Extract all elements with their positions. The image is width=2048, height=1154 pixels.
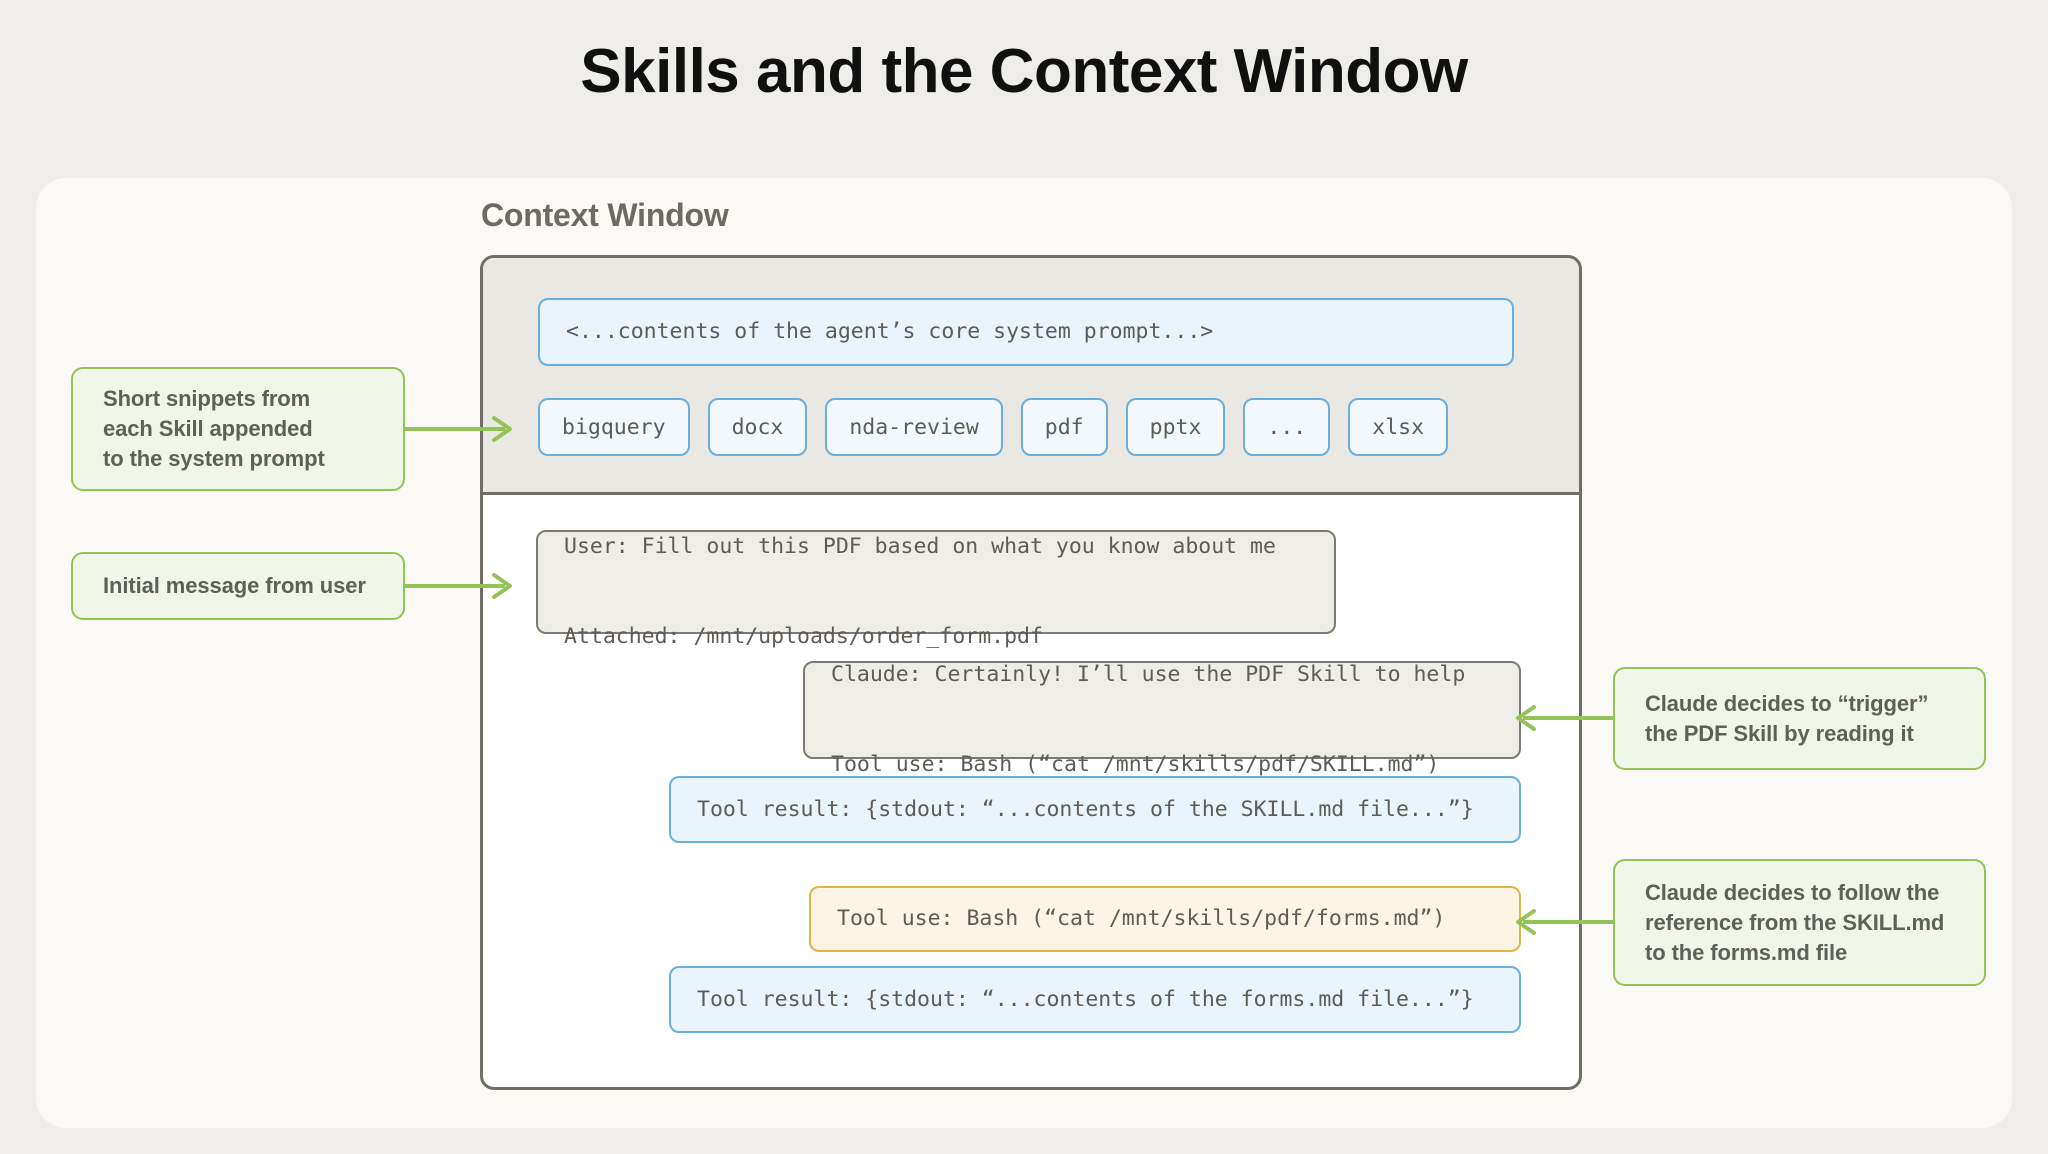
skill-chip-xlsx[interactable]: xlsx [1348, 398, 1449, 456]
skill-chip-label: bigquery [562, 414, 666, 440]
message-user-line2: Attached: /mnt/uploads/order_form.pdf [564, 624, 1043, 649]
skill-chip-label: xlsx [1372, 414, 1425, 440]
skill-chip-ellipsis[interactable]: ... [1243, 398, 1331, 456]
skill-chip-pptx[interactable]: pptx [1125, 398, 1226, 456]
message-tool-result-skill-md: Tool result: {stdout: “...contents of th… [669, 776, 1521, 843]
page-title: Skills and the Context Window [580, 37, 1468, 106]
callout-initial-message: Initial message from user [71, 552, 405, 620]
callout-line: Claude decides to “trigger” [1645, 690, 1929, 716]
skill-chip-bigquery[interactable]: bigquery [538, 398, 690, 456]
context-window-frame: <...contents of the agent’s core system … [480, 255, 1582, 1090]
callout-line: to the forms.md file [1645, 939, 1848, 965]
skill-chip-nda-review[interactable]: nda-review [825, 398, 1003, 456]
message-assistant: Claude: Certainly! I’ll use the PDF Skil… [803, 661, 1521, 777]
skill-chip-label: pptx [1149, 414, 1202, 440]
skill-chip-row: bigquery docx nda-review pdf pptx ... xl… [538, 398, 1449, 456]
callout-line: Claude decides to follow the [1645, 879, 1940, 905]
message-assistant-line2: Tool use: Bash (“cat /mnt/skills/pdf/SKI… [831, 752, 1440, 777]
callout-line: to the system prompt [103, 446, 325, 471]
callout-follow-reference: Claude decides to follow the reference f… [1613, 859, 1986, 986]
skill-chip-label: nda-review [849, 414, 979, 440]
context-window-label: Context Window [481, 197, 729, 233]
skill-chip-label: ... [1267, 414, 1307, 440]
skill-chip-pdf[interactable]: pdf [1020, 398, 1108, 456]
system-prompt-box: <...contents of the agent’s core system … [538, 298, 1514, 366]
callout-line: Initial message from user [103, 573, 366, 598]
message-tool-result-forms-md: Tool result: {stdout: “...contents of th… [669, 966, 1521, 1033]
skill-chip-docx[interactable]: docx [707, 398, 808, 456]
message-tool-use-forms-md: Tool use: Bash (“cat /mnt/skills/pdf/for… [809, 886, 1521, 952]
message-assistant-line1: Claude: Certainly! I’ll use the PDF Skil… [831, 662, 1466, 687]
callout-line: reference from the SKILL.md [1645, 909, 1945, 935]
message-user-line1: User: Fill out this PDF based on what yo… [564, 534, 1276, 559]
callout-trigger-skill: Claude decides to “trigger” the PDF Skil… [1613, 667, 1986, 770]
callout-line: each Skill appended [103, 416, 313, 441]
callout-line: the PDF Skill by reading it [1645, 720, 1914, 746]
callout-skill-snippets: Short snippets from each Skill appended … [71, 367, 405, 491]
skill-chip-label: docx [731, 414, 784, 440]
skill-chip-label: pdf [1044, 414, 1084, 440]
message-user: User: Fill out this PDF based on what yo… [536, 530, 1336, 649]
callout-line: Short snippets from [103, 386, 311, 411]
